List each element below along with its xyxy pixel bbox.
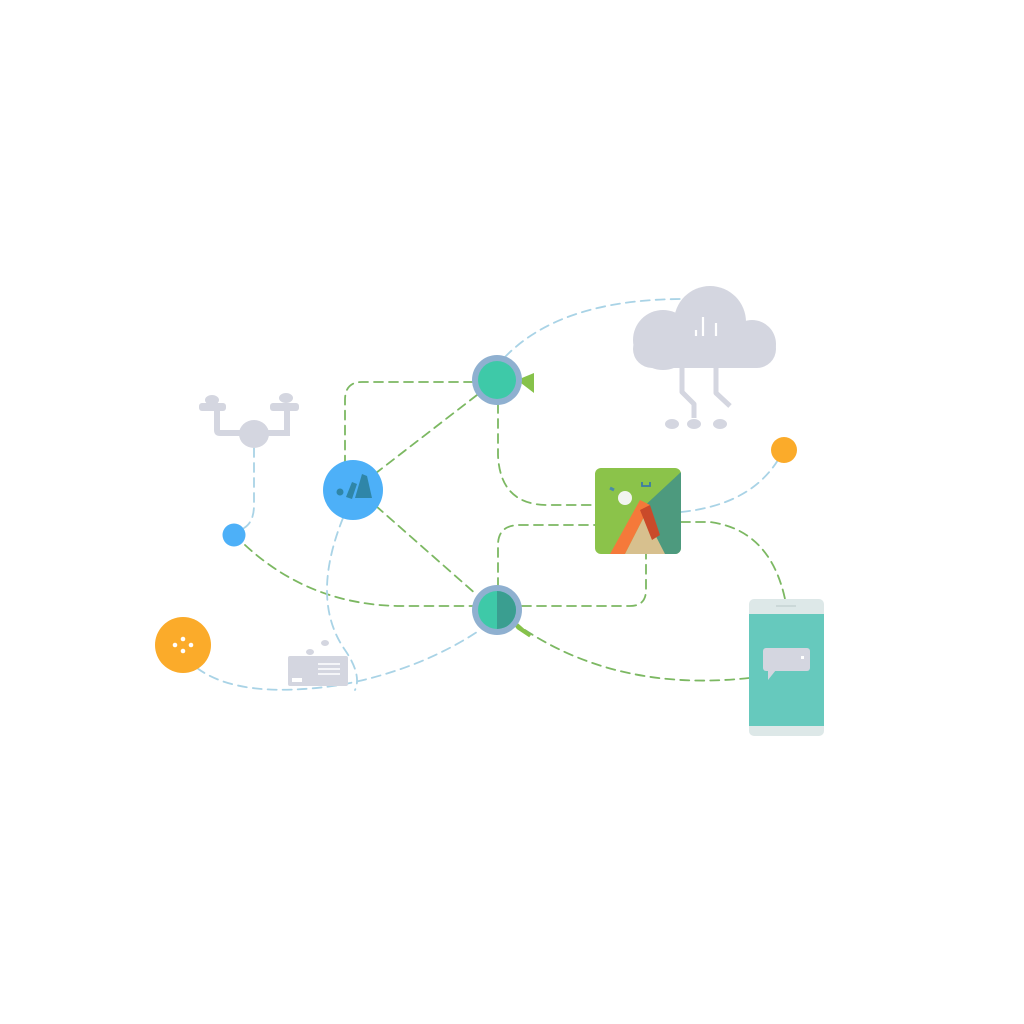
edge-gallery-orange-dot [680,459,779,513]
signal-node[interactable] [323,460,383,520]
edge-dot-hub-bottom [244,544,474,607]
edge-hub-bottom-signal [375,505,478,596]
edge-hub-top-cloud [504,298,681,358]
drone-icon[interactable] [199,393,299,448]
cloud-network-icon[interactable] [633,286,776,429]
dots-icon [172,636,194,654]
small-orange-dot[interactable] [771,437,797,463]
green-edges [244,381,786,682]
edge-hub-top-left [344,381,474,463]
edge-hub-top-gallery [497,403,596,506]
image-tile-icon[interactable] [595,468,681,554]
phone-chat-icon[interactable] [749,599,824,736]
edge-hub-bottom-gallery-2 [521,552,647,607]
pointer-icon [517,373,534,393]
blue-edges [196,298,779,691]
small-blue-dot[interactable] [222,523,246,547]
edge-orange-hub-bottom [196,629,481,691]
edge-hub-top-signal [375,394,478,474]
printer-icon[interactable] [288,640,348,686]
hub-bottom[interactable] [472,585,531,638]
orange-node[interactable] [155,617,211,673]
edge-drone-dot [243,447,255,529]
edge-hub-bottom-phone [524,629,750,682]
edge-signal-printer [326,517,358,691]
signal-bars-icon [336,474,372,499]
chat-bubble-icon [763,648,810,680]
hub-top[interactable] [472,355,534,405]
edge-hub-bottom-gallery [497,524,596,588]
edge-gallery-phone [680,521,786,600]
